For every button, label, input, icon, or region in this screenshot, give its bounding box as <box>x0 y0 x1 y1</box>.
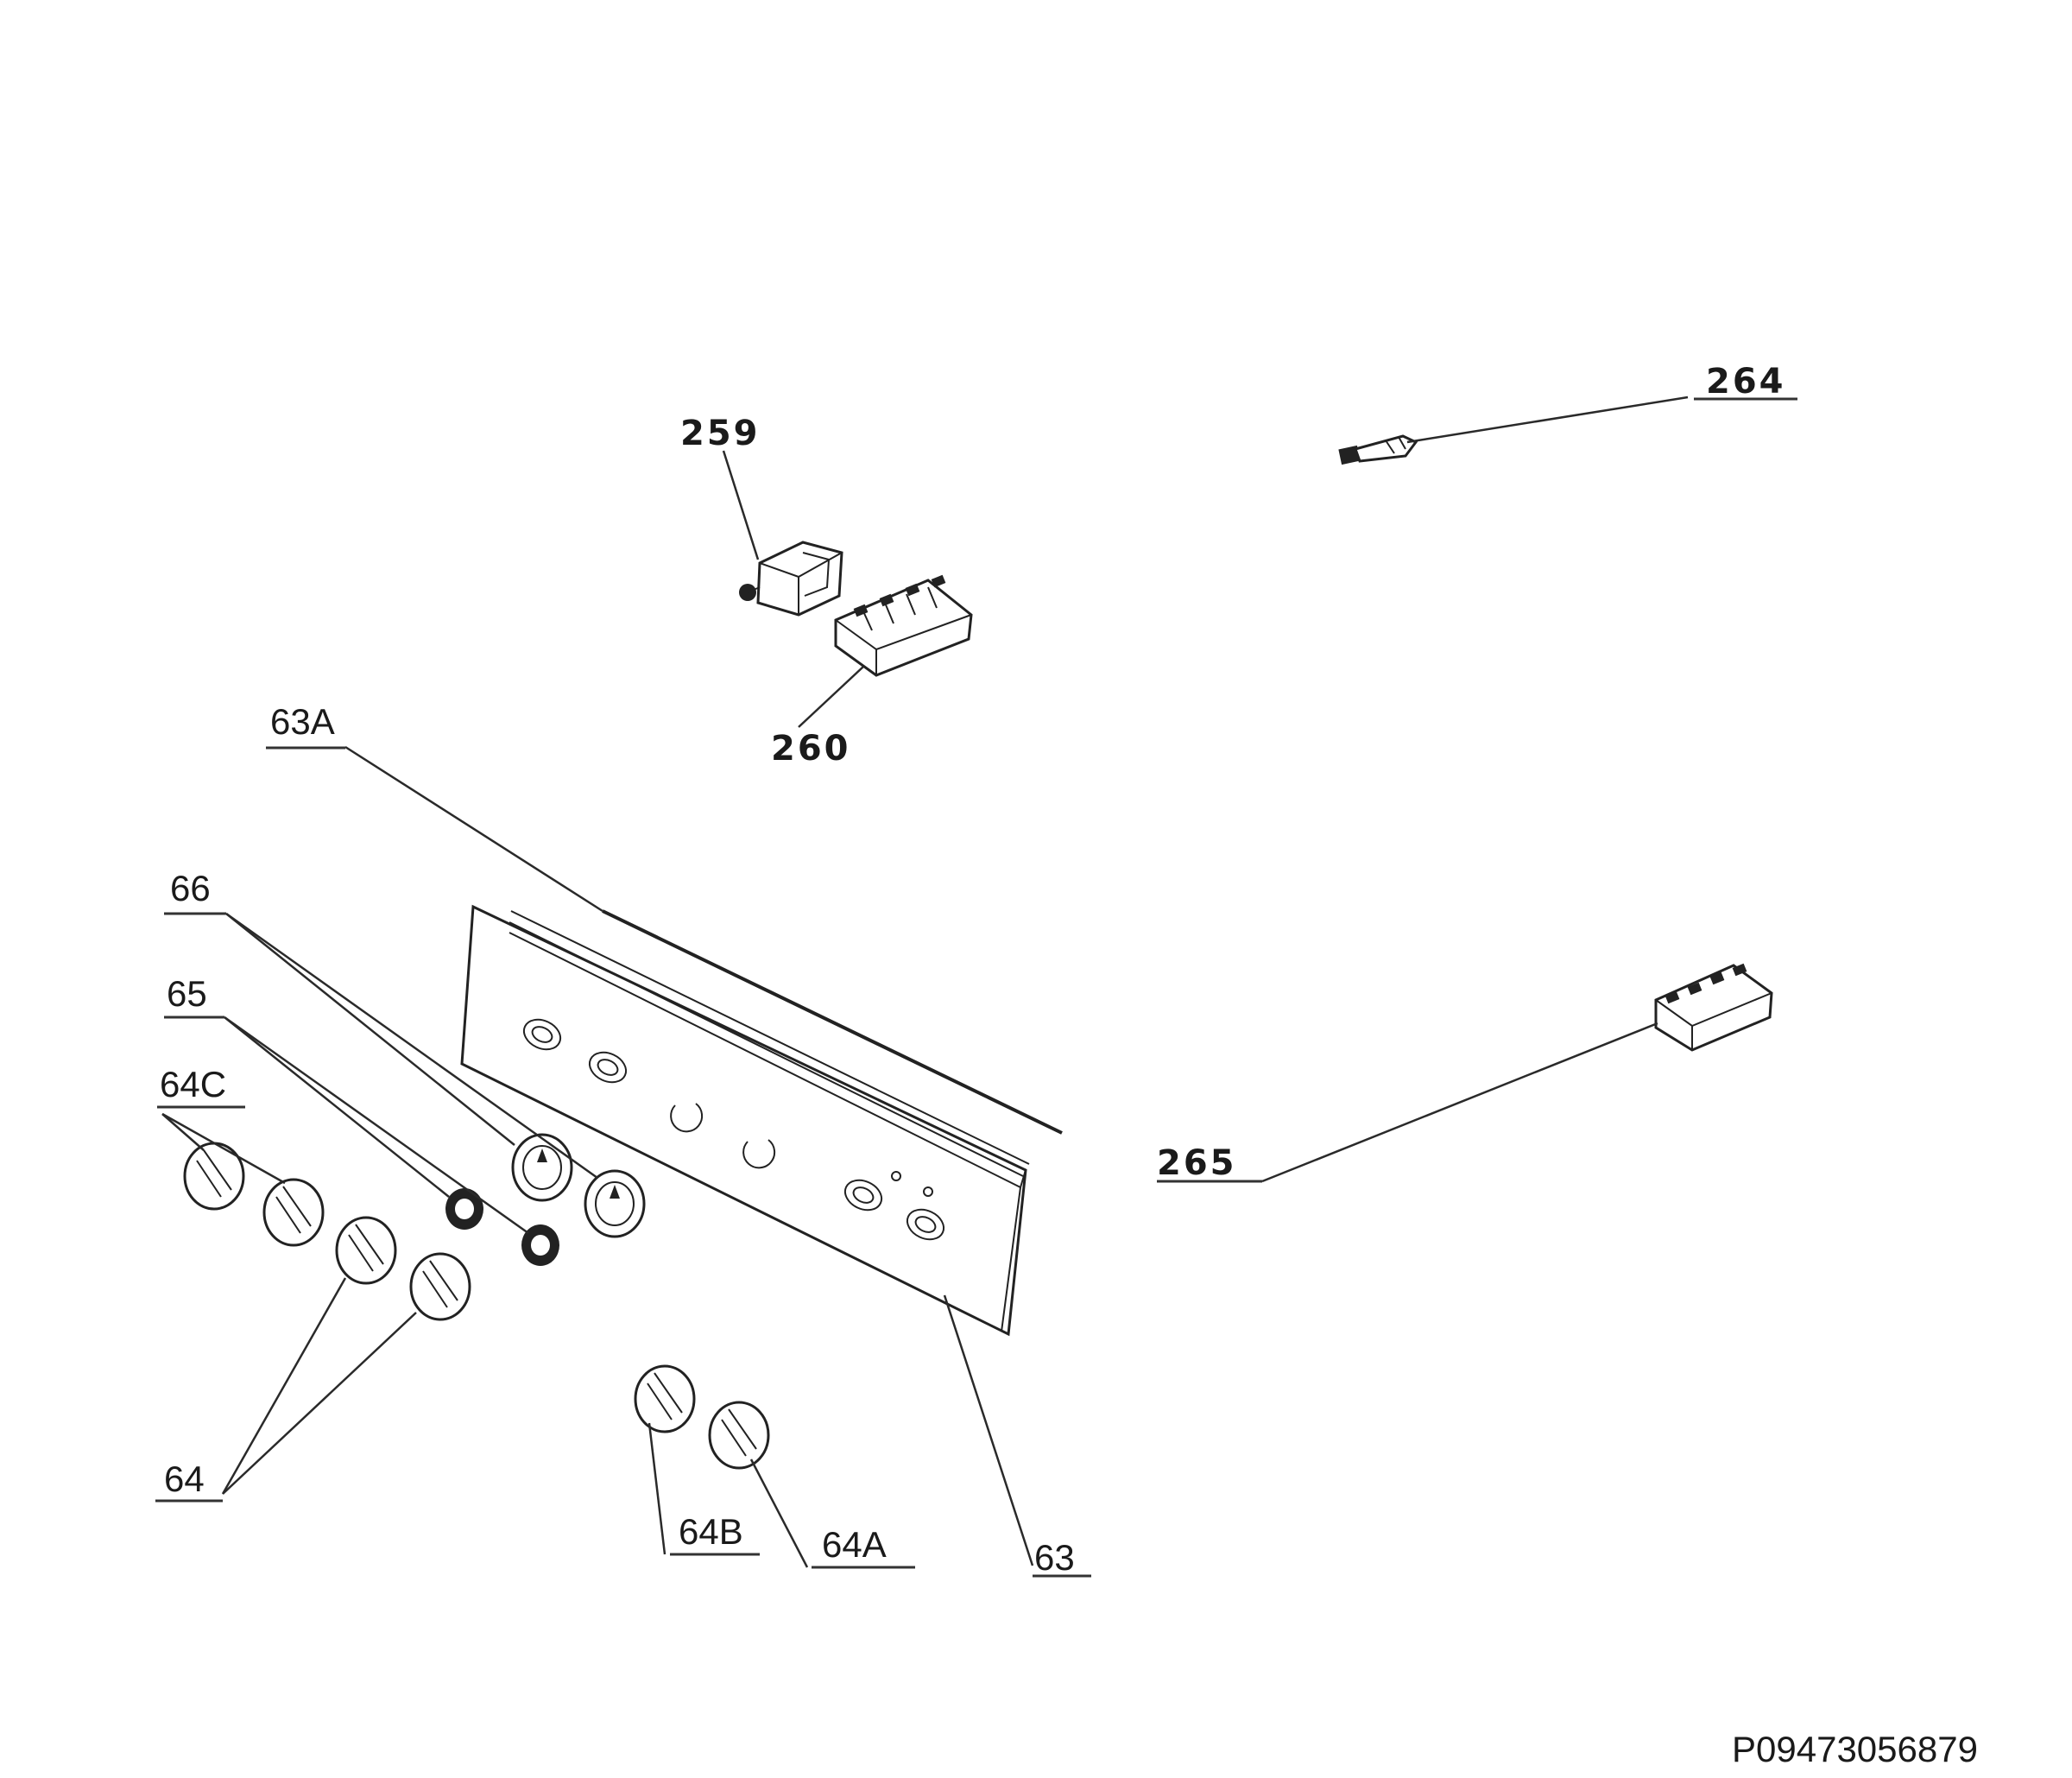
part-259-valve-icon <box>739 541 843 617</box>
part-66-knob-bezel-icon <box>511 1133 646 1238</box>
label-64A: 64A <box>822 1524 887 1565</box>
leader-lines <box>161 395 1689 1568</box>
knob-64C-2-icon <box>262 1178 325 1247</box>
part-264-connector-icon <box>1338 434 1418 465</box>
knob-64-2-icon <box>409 1252 471 1321</box>
part-265-terminal-block-icon <box>1654 963 1773 1052</box>
label-64B: 64B <box>679 1511 743 1552</box>
diagram-code: P09473056879 <box>1732 1729 1978 1769</box>
label-64: 64 <box>164 1458 205 1499</box>
label-64C: 64C <box>160 1064 226 1104</box>
knob-64B-icon <box>634 1364 696 1433</box>
part-260-terminal-block-icon <box>834 574 973 677</box>
part-63A-strip <box>602 909 1063 1135</box>
label-63A: 63A <box>270 701 335 742</box>
control-knob-icons <box>183 1142 770 1470</box>
knob-64C-1-icon <box>183 1142 245 1211</box>
label-260: 260 <box>771 729 851 769</box>
knob-64A-icon <box>708 1401 770 1470</box>
label-underlines <box>155 397 1797 1578</box>
label-65: 65 <box>167 973 207 1014</box>
label-63: 63 <box>1034 1537 1075 1578</box>
label-264: 264 <box>1706 362 1786 402</box>
label-259: 259 <box>680 414 761 453</box>
label-66: 66 <box>170 868 211 908</box>
label-265: 265 <box>1157 1143 1237 1183</box>
part-65-knob-ring-icon <box>445 1188 559 1266</box>
knob-64-1-icon <box>335 1216 397 1285</box>
part-63-control-panel-icon <box>460 904 1030 1337</box>
